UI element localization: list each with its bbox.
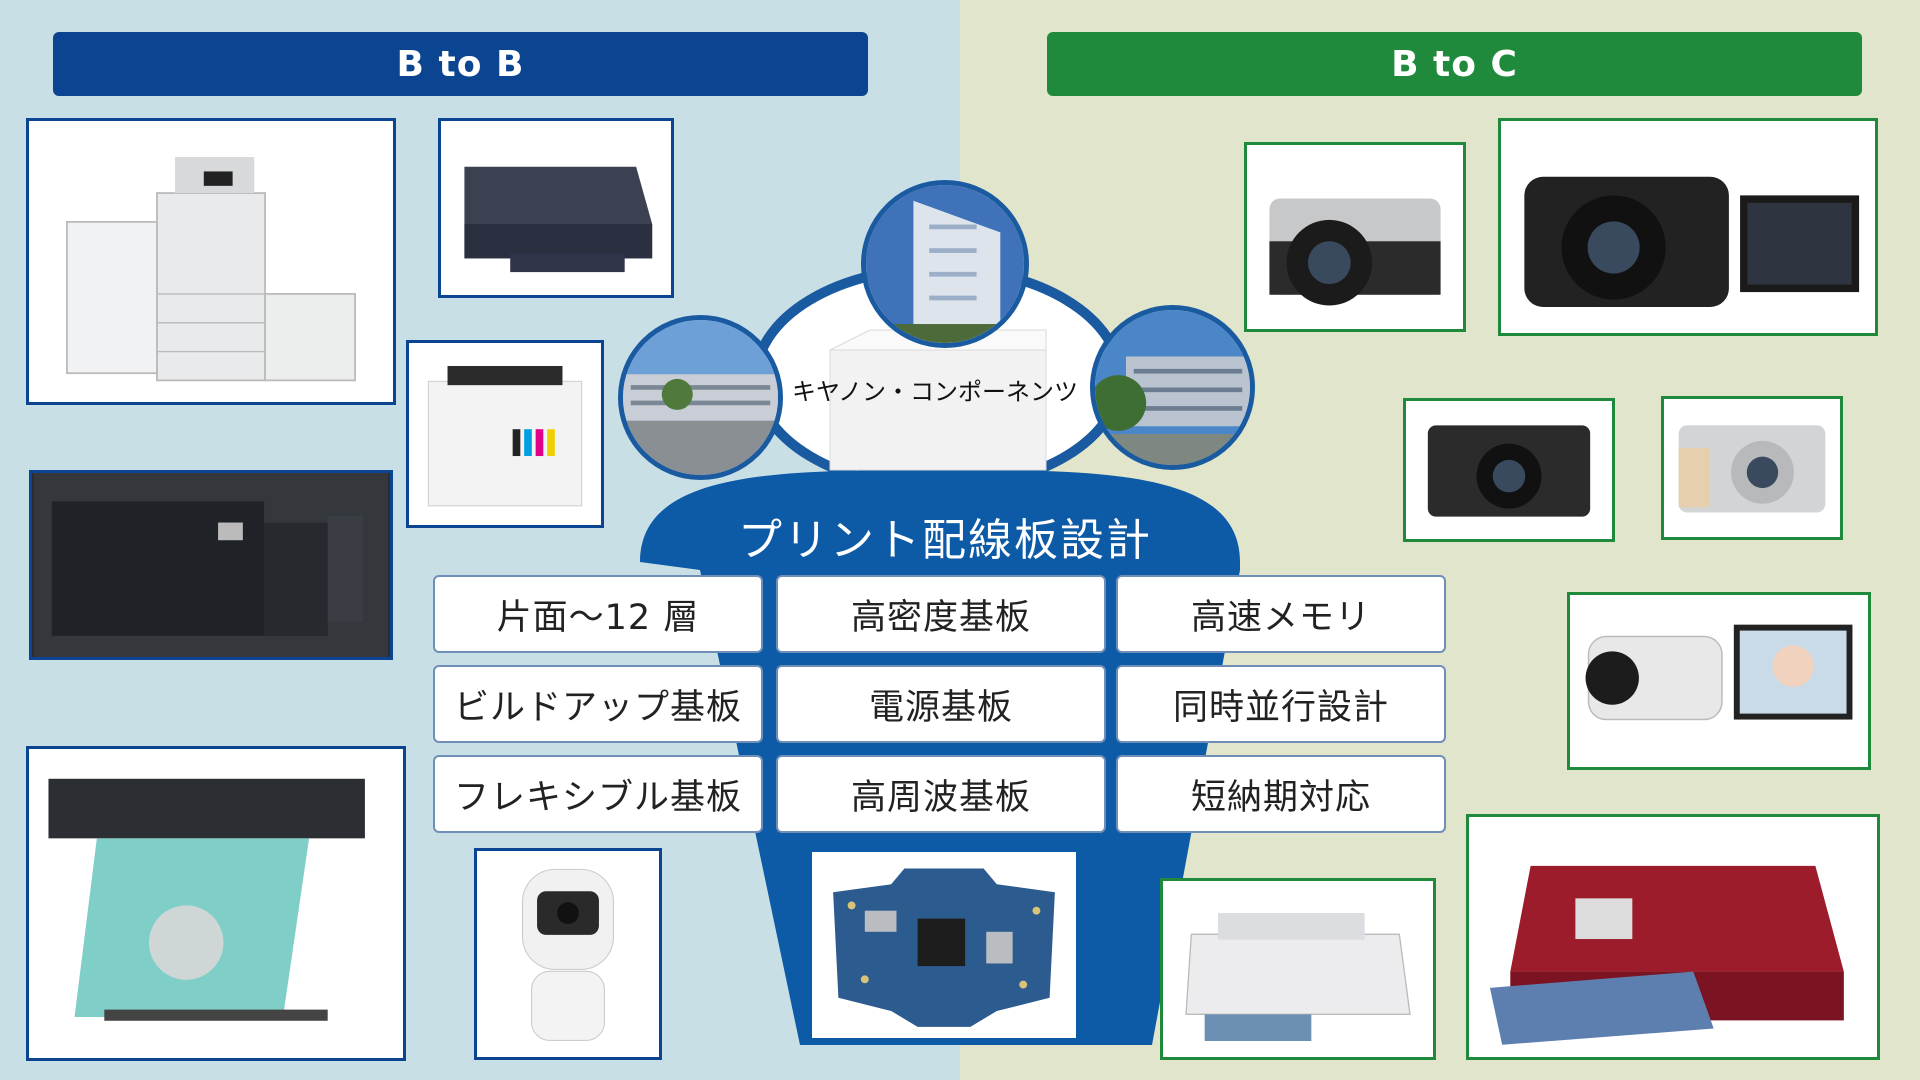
photo-ptz-camera xyxy=(474,848,662,1060)
capability-high-speed-memory: 高速メモリ xyxy=(1116,575,1446,653)
capability-concurrent-design: 同時並行設計 xyxy=(1116,665,1446,743)
photo-mirrorless-camera xyxy=(1244,142,1466,332)
capability-buildup-board: ビルドアップ基板 xyxy=(433,665,763,743)
photo-large-format-printer xyxy=(26,746,406,1061)
capability-single-to-12-layer: 片面〜12 層 xyxy=(433,575,763,653)
b2c-header: B to C xyxy=(1047,32,1862,96)
circuit-board-photo xyxy=(812,852,1076,1038)
capability-power-board: 電源基板 xyxy=(776,665,1106,743)
photo-production-press xyxy=(29,470,393,660)
building-photo-left xyxy=(618,315,783,480)
center-title: プリント配線板設計 xyxy=(738,515,1152,566)
photo-dslr-camera xyxy=(1498,118,1878,336)
hub-block xyxy=(829,349,1047,471)
company-label: キヤノン・コンポーネンツ xyxy=(791,378,1079,406)
photo-compact-camera-silver xyxy=(1661,396,1843,540)
building-photo-top xyxy=(861,180,1029,348)
photo-laser-printer xyxy=(438,118,674,298)
photo-home-printer-red xyxy=(1466,814,1880,1060)
photo-compact-camera-black xyxy=(1403,398,1615,542)
capability-high-density-board: 高密度基板 xyxy=(776,575,1106,653)
photo-multifunction-copier xyxy=(26,118,396,405)
photo-inkjet-business-printer xyxy=(406,340,604,528)
photo-home-printer-white xyxy=(1160,878,1436,1060)
photo-camcorder xyxy=(1567,592,1871,770)
capability-flexible-board: フレキシブル基板 xyxy=(433,755,763,833)
capability-short-delivery: 短納期対応 xyxy=(1116,755,1446,833)
b2b-header: B to B xyxy=(53,32,868,96)
building-photo-right xyxy=(1090,305,1255,470)
capability-high-frequency-board: 高周波基板 xyxy=(776,755,1106,833)
